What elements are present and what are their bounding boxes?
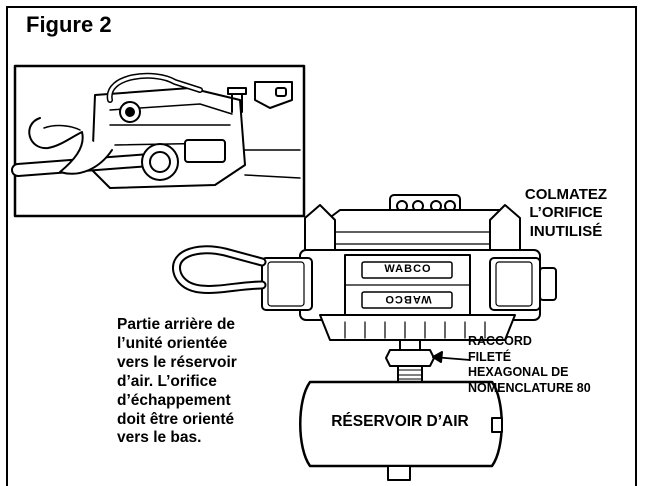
plug-line-2: L’ORIFICE	[529, 204, 603, 222]
rear-line-5: d’échappement	[117, 391, 231, 409]
rear-line-1: Partie arrière de	[117, 316, 236, 333]
hex-fitting	[385, 339, 471, 383]
inset-photo	[11, 64, 306, 218]
plug-line-1: COLMATEZ	[524, 186, 608, 203]
rear-line-6: doit être orienté	[117, 410, 235, 428]
brand-label-bottom: WABCO	[384, 293, 432, 305]
orientation-callout: Partie arrière de l’unité orientée vers …	[117, 316, 292, 448]
plug-line-3: INUTILISÉ	[529, 222, 603, 240]
fitting-callout: RACCORD FILETÉ HEXAGONAL DE NOMENCLATURE…	[468, 334, 638, 397]
rear-line-7: vers le bas.	[117, 429, 202, 447]
brand-label-top: WABCO	[384, 263, 432, 275]
fitting-line-1: RACCORD	[468, 334, 532, 348]
fitting-line-2: FILETÉ	[468, 349, 512, 364]
fitting-line-3: HEXAGONAL DE	[468, 365, 569, 380]
rear-line-2: l’unité orientée	[117, 334, 228, 352]
plug-port-callout: COLMATEZ L’ORIFICE INUTILISÉ	[506, 186, 626, 241]
rear-line-4: d’air. L’orifice	[117, 372, 217, 390]
air-tank-label: RÉSERVOIR D’AIR	[331, 413, 469, 430]
figure-title: Figure 2	[26, 12, 112, 37]
fitting-line-4: NOMENCLATURE 80	[468, 380, 591, 395]
rear-line-3: vers le réservoir	[117, 353, 237, 371]
air-tank	[299, 380, 503, 481]
valve-unit	[172, 194, 557, 341]
figure-frame	[6, 6, 637, 486]
